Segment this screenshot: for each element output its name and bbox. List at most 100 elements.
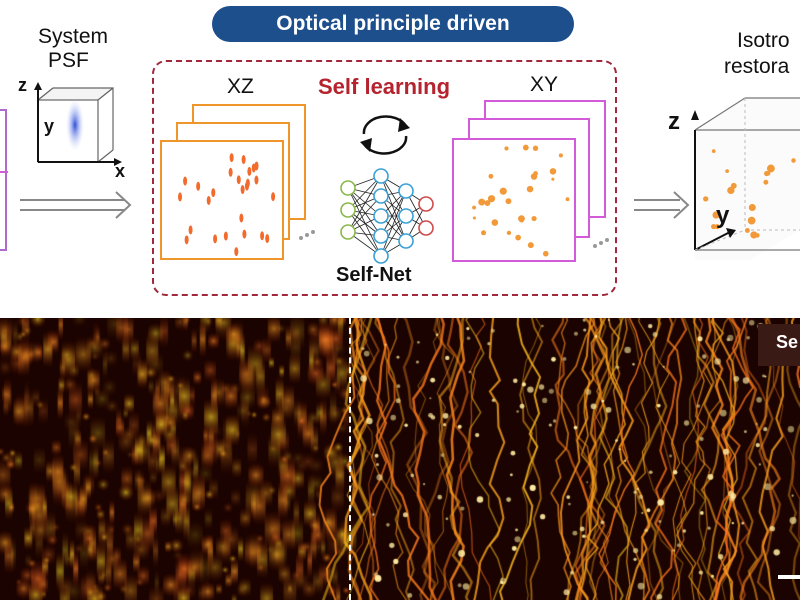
xz-point [265, 234, 270, 244]
cube-point [748, 203, 756, 212]
xy-point [504, 146, 509, 151]
xz-point [188, 225, 193, 235]
xz-ellipsis-icon [299, 230, 315, 240]
xy-point [505, 198, 512, 205]
xy-point [565, 197, 570, 202]
axis-cube-icon [691, 97, 800, 260]
xz-label: XZ [227, 75, 254, 98]
xz-point [228, 167, 233, 177]
nn-edge [380, 190, 407, 237]
xy-point [488, 173, 494, 179]
psf-label-line1: System [38, 25, 109, 48]
isotropic-label-line2: restora [724, 55, 790, 78]
self-net-label: Self-Net [336, 264, 412, 286]
xy-point [542, 250, 549, 257]
xz-point [206, 195, 211, 205]
xy-point [526, 185, 534, 193]
double-arrow-icon-left [20, 191, 132, 219]
nn-node [373, 248, 389, 264]
xy-point [506, 230, 512, 236]
nn-node [418, 196, 434, 212]
xz-point [247, 166, 252, 176]
xz-point [236, 175, 241, 185]
nn-node [340, 202, 356, 218]
xy-point [491, 219, 499, 226]
psf-label-line2: PSF [48, 49, 89, 72]
nn-edge [347, 195, 382, 233]
xy-point [487, 195, 496, 203]
xz-point [239, 213, 244, 223]
nn-edge [380, 215, 407, 257]
label-background [758, 324, 800, 366]
xy-point [502, 190, 506, 194]
cube-point [744, 228, 750, 233]
xy-point [551, 177, 555, 181]
xy-point [532, 145, 539, 151]
xy-label: XY [530, 73, 559, 96]
nn-node [340, 224, 356, 240]
left-edge-frame [0, 109, 8, 251]
xy-point [558, 153, 563, 158]
xy-point [527, 242, 534, 249]
split-divider [349, 318, 351, 600]
xz-point [184, 235, 189, 245]
xz-point [211, 188, 216, 198]
cube-point [703, 196, 709, 202]
psf-axis-x: x [115, 161, 126, 181]
xz-point [241, 155, 246, 165]
nn-edge [380, 175, 407, 242]
xy-point [549, 168, 557, 175]
nn-edge [347, 175, 382, 233]
nn-edge [380, 195, 407, 242]
xz-point [271, 192, 276, 202]
iso-axis-y: y [716, 202, 730, 229]
nn-edge [380, 175, 407, 217]
nn-node [373, 168, 389, 184]
cube-point [727, 186, 735, 195]
xz-point [178, 192, 183, 202]
scale-bar [778, 575, 800, 579]
xz-point [213, 234, 218, 244]
self-learning-box [152, 60, 617, 296]
xz-point [196, 181, 201, 191]
xz-points [178, 153, 276, 257]
nn-node [398, 183, 414, 199]
nn-edge [380, 190, 407, 257]
cube-point [766, 171, 771, 176]
xz-point [244, 181, 249, 191]
xy-point [520, 219, 524, 223]
xy-ellipsis-icon [593, 238, 609, 248]
nn-edge [347, 175, 382, 211]
schematic-panel: Optical principle driven System PSF z y … [0, 6, 800, 296]
xy-point [530, 173, 538, 180]
cube-point [712, 211, 720, 219]
cube-point [791, 158, 796, 163]
xy-point [472, 216, 476, 220]
xz-point [254, 175, 259, 185]
cube-point [766, 164, 775, 173]
xy-point [499, 187, 507, 195]
double-arrow-icon-right [634, 191, 690, 219]
xz-point [229, 153, 234, 163]
xz-point [240, 185, 245, 195]
nn-node [340, 180, 356, 196]
neural-network-icon [340, 168, 434, 264]
xz-point [242, 229, 247, 239]
psf-axis-z: z [18, 75, 27, 95]
iso-axis-z: z [668, 108, 680, 135]
xy-point [480, 230, 487, 236]
nn-edge [347, 187, 382, 237]
isotropic-label-line1: Isotro [737, 29, 790, 52]
xz-point [260, 231, 265, 241]
xy-point [472, 205, 477, 210]
xy-point [484, 200, 491, 206]
cube-point [714, 224, 720, 230]
xz-point [254, 161, 259, 171]
nn-node [418, 220, 434, 236]
xy-frame-front [452, 138, 576, 262]
nn-edge [347, 187, 382, 257]
microscopy-image [0, 318, 800, 600]
cube-point [711, 149, 716, 153]
nn-node [373, 208, 389, 224]
psf-axis-y: y [44, 116, 55, 136]
